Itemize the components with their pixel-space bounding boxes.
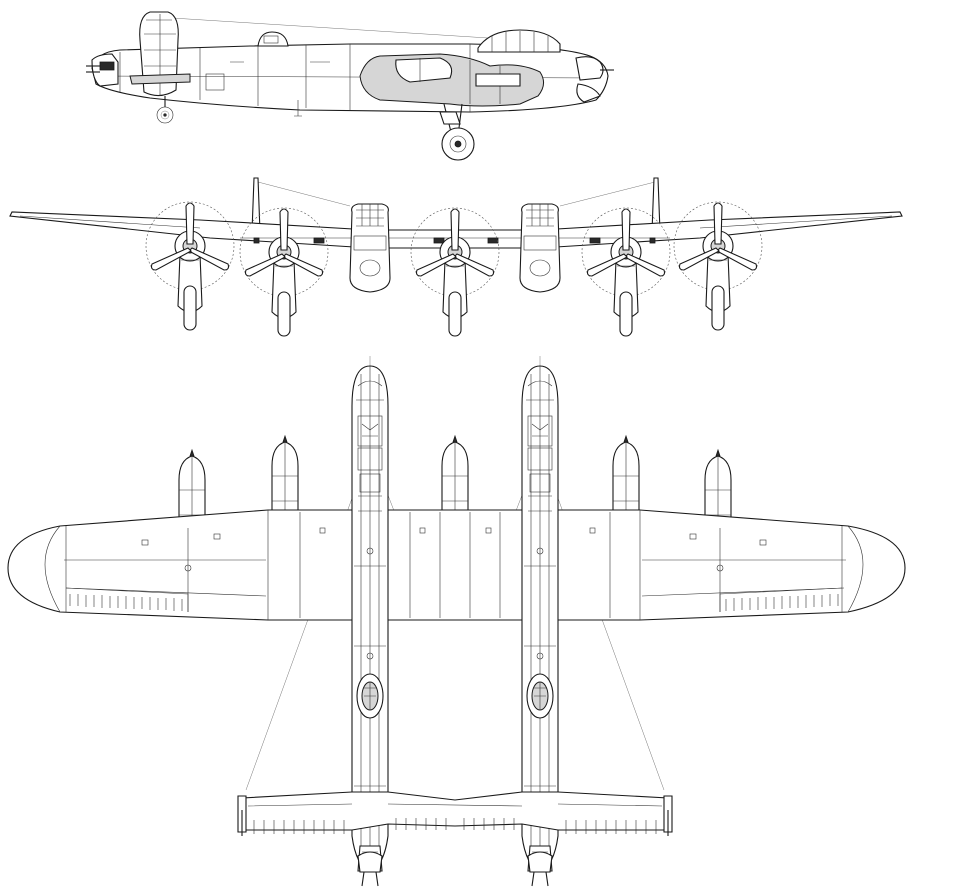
plan-tailplane xyxy=(241,791,669,831)
plan-wing xyxy=(7,509,906,621)
side-canopy xyxy=(477,29,561,53)
plan-view xyxy=(7,356,906,887)
side-mid-turret xyxy=(257,31,289,47)
side-nose-turret xyxy=(575,56,604,81)
side-view xyxy=(86,11,614,161)
front-view xyxy=(9,177,903,337)
plan-flap-hatching xyxy=(69,594,839,611)
